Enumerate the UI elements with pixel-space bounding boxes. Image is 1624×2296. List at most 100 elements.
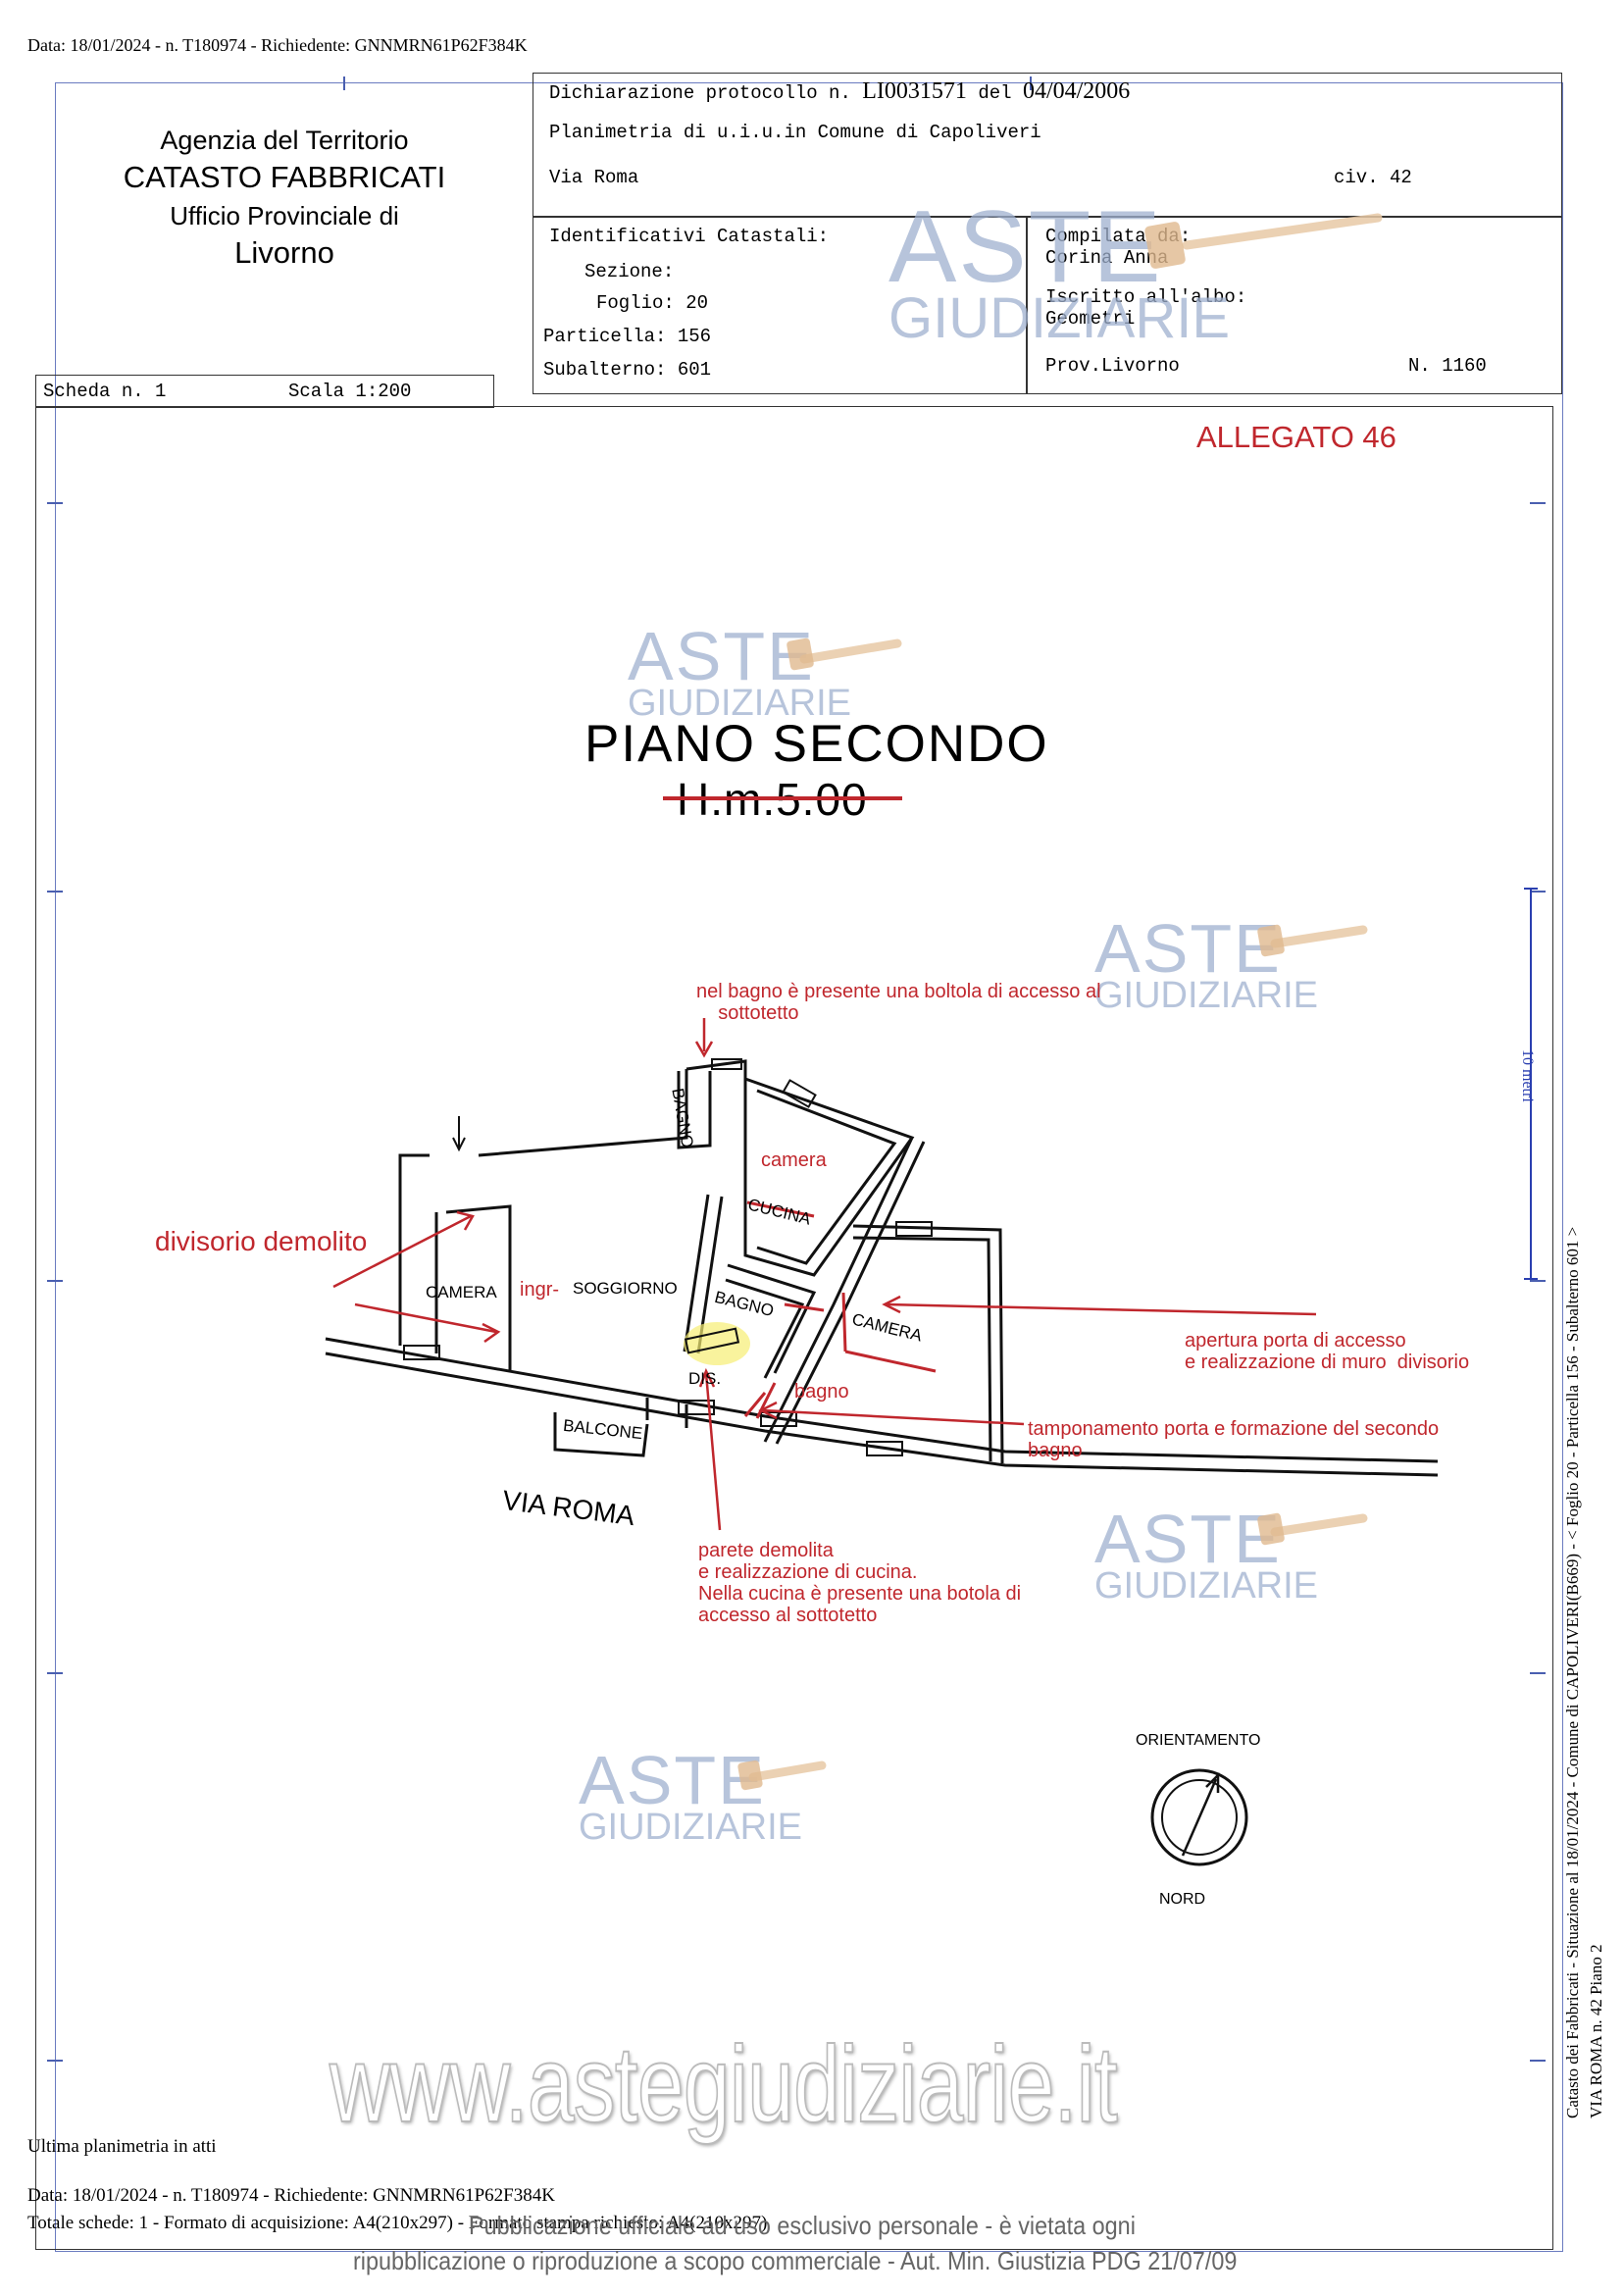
room-camera-left: CAMERA <box>426 1283 497 1301</box>
agency-city: Livorno <box>234 235 334 270</box>
civ-line: civ. 42 <box>1334 167 1412 188</box>
arrow <box>886 1302 1317 1316</box>
scale-bar <box>1530 888 1532 1280</box>
identifiers-title: Identificativi Catastali: <box>549 226 830 247</box>
gavel-icon <box>1144 222 1186 269</box>
footer-data: Data: 18/01/2024 - n. T180974 - Richiede… <box>27 2185 555 2206</box>
annotation-divisorio: divisorio demolito <box>155 1226 368 1256</box>
window <box>895 1221 933 1237</box>
wall <box>763 1137 914 1443</box>
watermark-giudiziarie: GIUDIZIARIE <box>628 683 852 724</box>
declaration-box <box>533 73 1562 218</box>
window <box>866 1441 903 1456</box>
protocol-date: 04/04/2006 <box>1022 78 1131 104</box>
tick-mark <box>1530 502 1546 504</box>
protocol-number: LI0031571 <box>862 78 967 104</box>
foglio: Foglio: 20 <box>596 292 709 314</box>
side-text-2: VIA ROMA n. 42 Piano 2 <box>1587 1944 1605 2118</box>
arrow <box>332 1214 472 1289</box>
wall <box>685 1059 747 1079</box>
declaration-line: Dichiarazione protocollo n. LI0031571 de… <box>549 78 1130 105</box>
declaration-del: del <box>978 82 1012 104</box>
tick-mark <box>47 891 63 893</box>
height-strikethrough <box>663 796 902 800</box>
orientation-title: ORIENTAMENTO <box>1136 1732 1261 1749</box>
annotation-camera: camera <box>761 1149 827 1171</box>
modification-line <box>755 1382 777 1419</box>
planimetria-line: Planimetria di u.i.u.in Comune di Capoli… <box>549 122 1041 143</box>
room-dis: DIS. <box>688 1369 722 1388</box>
wall <box>852 1236 992 1462</box>
tick-mark <box>1530 1672 1546 1674</box>
tick-mark <box>47 502 63 504</box>
wall <box>398 1153 430 1346</box>
street-wall <box>325 1337 1439 1463</box>
wall <box>478 1069 688 1157</box>
wall <box>445 1204 512 1371</box>
agency-office: Ufficio Provinciale di <box>170 201 399 230</box>
tick-mark <box>1530 2060 1546 2062</box>
watermark-aste: ASTE <box>579 1742 766 1818</box>
wall <box>725 1278 805 1379</box>
particella: Particella: 156 <box>543 326 712 347</box>
side-text-1: Catasto dei Fabbricati - Situazione al 1… <box>1563 1226 1582 2118</box>
kitchen-hatch <box>684 1327 740 1354</box>
watermark-logo: ASTE GIUDIZIARIE <box>888 196 1230 347</box>
footer-pubblicazione-2: ripubblicazione o riproduzione a scopo c… <box>353 2246 1238 2275</box>
scale-label: 10 metri <box>1519 1049 1536 1102</box>
wall <box>852 1224 1004 1464</box>
tick-mark <box>1030 77 1032 90</box>
watermark-aste: ASTE <box>1094 910 1282 987</box>
balcone-outline <box>553 1412 649 1457</box>
window <box>403 1345 440 1360</box>
wall <box>743 1077 915 1277</box>
gavel-icon <box>1270 1513 1368 1537</box>
gavel-icon <box>1270 925 1368 948</box>
watermark-aste: ASTE <box>888 190 1163 304</box>
sezione: Sezione: <box>584 261 675 282</box>
modification-line <box>743 1392 767 1417</box>
highlight <box>684 1322 750 1365</box>
iscritto: Iscritto all'albo: <box>1045 286 1247 308</box>
wall <box>677 1071 712 1149</box>
arrow <box>704 1372 722 1531</box>
footer-ultima: Ultima planimetria in atti <box>27 2136 217 2157</box>
tick-mark <box>1530 891 1546 893</box>
wall <box>727 1263 817 1374</box>
compass-icon <box>1150 1768 1248 1866</box>
arrow <box>762 1408 1025 1426</box>
annotation-tamponamento: tamponamento porta e formazione del seco… <box>1028 1418 1440 1461</box>
identifiers-box <box>533 216 1028 394</box>
declaration-label: Dichiarazione protocollo n. <box>549 82 851 104</box>
header-line: Data: 18/01/2024 - n. T180974 - Richiede… <box>27 35 528 55</box>
annotation-ingr: ingr- <box>520 1279 560 1301</box>
watermark-giudiziarie: GIUDIZIARIE <box>579 1807 803 1848</box>
footer-totale: Totale schede: 1 - Formato di acquisizio… <box>27 2213 768 2233</box>
street-wall <box>325 1352 1439 1477</box>
modification-line <box>841 1292 847 1352</box>
albo: Geometri <box>1045 308 1136 330</box>
annotation-apertura: apertura porta di accesso e realizzazion… <box>1185 1330 1470 1373</box>
compiler-name: Corina Anna <box>1045 247 1169 269</box>
scheda: Scheda n. 1 <box>43 381 167 402</box>
tick-mark <box>47 1672 63 1674</box>
wall <box>683 1194 710 1352</box>
gavel-icon <box>799 638 902 664</box>
compiler-box <box>1026 216 1562 394</box>
agency-catasto: CATASTO FABBRICATI <box>123 160 446 194</box>
prov: Prov.Livorno <box>1045 355 1180 377</box>
gavel-icon <box>1257 924 1285 957</box>
gavel-icon <box>748 1760 827 1782</box>
watermark-giudiziarie: GIUDIZIARIE <box>1094 1565 1319 1607</box>
arrow <box>354 1302 497 1334</box>
watermark-logo: ASTE GIUDIZIARIE <box>1094 914 1318 1014</box>
window <box>678 1400 715 1415</box>
modification-line <box>784 1302 825 1312</box>
room-soggiorno: SOGGIORNO <box>573 1279 678 1298</box>
scheda-box <box>35 375 494 408</box>
footer-pubblicazione-1: Pubblicazione ufficiale ad uso esclusivo… <box>469 2211 1136 2240</box>
outer-frame <box>55 82 1563 2252</box>
tick-mark <box>1530 1280 1546 1282</box>
